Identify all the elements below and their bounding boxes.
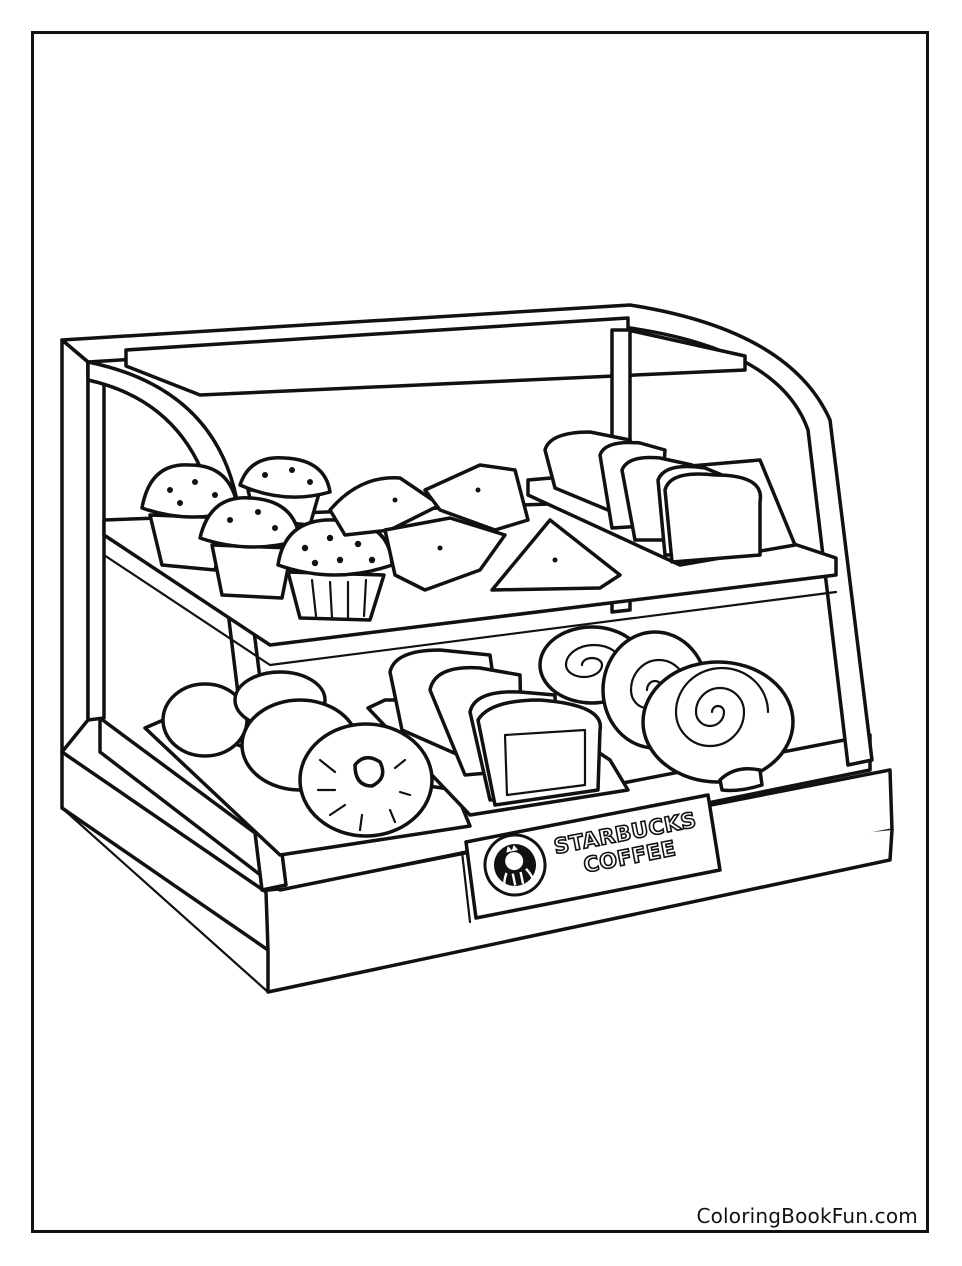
bagels — [161, 670, 434, 838]
scones — [328, 463, 622, 592]
display-case-frame — [60, 303, 874, 892]
scone — [490, 518, 622, 592]
muffin — [276, 518, 394, 622]
site-credit: ColoringBookFun.com — [696, 1204, 918, 1228]
starbucks-sign: STARBUCKS COFFEE — [460, 793, 722, 924]
muffins — [140, 456, 394, 622]
siren-logo-icon — [483, 833, 547, 897]
scone — [383, 516, 507, 592]
scone — [423, 463, 530, 532]
loaf-cake-upper — [543, 430, 763, 564]
muffin — [198, 496, 302, 600]
scone — [328, 476, 442, 537]
page-border — [31, 31, 929, 1233]
loaf-cake-lower — [388, 648, 603, 807]
cinnamon-rolls — [538, 625, 795, 793]
cinnamon-roll-front — [641, 660, 795, 784]
